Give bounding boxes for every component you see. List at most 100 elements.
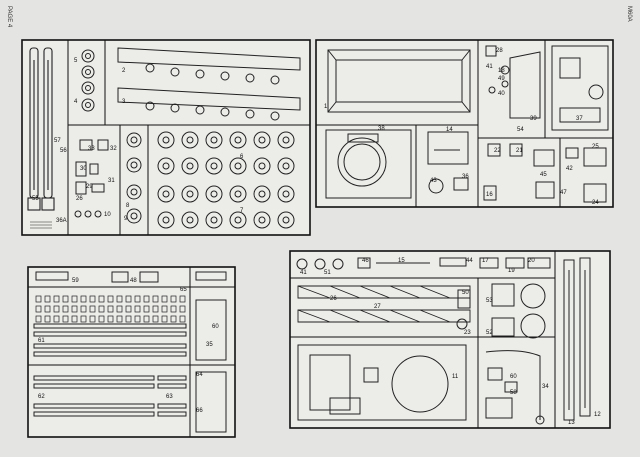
track-link-piece [170,295,177,303]
part-label: 36 [462,174,469,180]
part-label: 34 [542,384,549,390]
part-label: 64 [196,372,203,378]
part-label: 39 [530,116,537,122]
part-label: 10 [104,212,111,218]
part-label: 52 [486,330,493,336]
part-label: 31 [108,178,115,184]
track-link-piece [134,305,141,313]
part-label: 11 [452,374,459,380]
track-link-piece [170,315,177,323]
part-label: 21 [516,148,523,154]
part-label: 41 [300,270,307,276]
part-label: 2 [122,68,126,74]
part-label: 15 [398,258,405,264]
part-label: 35 [206,342,213,348]
part-label: 24 [592,200,599,206]
part-label: 40 [498,91,505,97]
track-link-piece [80,315,87,323]
track-link-piece [35,295,42,303]
part-label: 17 [482,258,489,264]
track-link-piece [89,295,96,303]
part-label: 8 [126,203,130,209]
part-label: 41 [486,64,493,70]
track-link-piece [143,315,150,323]
part-label: 1 [324,104,328,110]
part-label: 48 [130,278,137,284]
part-label: 37 [576,116,583,122]
part-label: 47 [560,190,567,196]
track-link-piece [98,315,105,323]
track-link-piece [53,315,60,323]
part-label: 43 [430,178,437,184]
part-label: 49 [498,76,505,82]
part-label: 54 [517,127,524,133]
part-label: 5 [74,58,78,64]
part-label: 7 [240,208,244,214]
part-label: 33 [88,146,95,152]
track-link-piece [107,315,114,323]
track-link-piece [71,305,78,313]
track-link-piece [179,315,186,323]
track-link-piece [35,315,42,323]
track-link-piece [152,305,159,313]
part-label: 27 [374,304,381,310]
track-link-piece [134,295,141,303]
part-label: 32 [110,146,117,152]
part-label: 36A [56,218,67,224]
part-label: 66 [196,408,203,414]
part-label: 42 [566,166,573,172]
part-label: 9 [124,216,128,222]
part-label: 26 [76,196,83,202]
track-link-piece [71,295,78,303]
part-label: 53 [486,298,493,304]
track-link-piece [44,295,51,303]
part-label: 12 [594,412,601,418]
track-link-piece [62,305,69,313]
track-link-piece [53,305,60,313]
track-link-piece [98,295,105,303]
track-link-piece [116,295,123,303]
track-link-piece [89,305,96,313]
track-link-piece [179,305,186,313]
part-label: 56 [60,148,67,154]
part-label: 55 [32,196,39,202]
track-link-piece [125,305,132,313]
track-link-piece [152,315,159,323]
part-label: 51 [324,270,331,276]
part-label: 3 [122,99,126,105]
part-label: 44 [466,258,473,264]
part-label: 18 [498,68,505,74]
part-label: 23 [464,330,471,336]
part-label: 29 [86,184,93,190]
track-link-piece [161,305,168,313]
part-label: 6 [240,154,244,160]
part-label: 28 [496,48,503,54]
track-link-piece [107,295,114,303]
track-link-piece [143,305,150,313]
part-label: 38 [378,126,385,132]
part-label: 16 [486,192,493,198]
part-label: 63 [166,394,173,400]
part-label: 58 [510,390,517,396]
track-link-piece [116,305,123,313]
track-link-piece [116,315,123,323]
track-link-piece [125,315,132,323]
part-label: 62 [38,394,45,400]
track-link-piece [161,295,168,303]
part-label: 13 [568,420,575,426]
part-label: 14 [446,127,453,133]
track-link-piece [125,295,132,303]
part-label: 30 [80,166,87,172]
part-label: 19 [508,268,515,274]
part-label: 57 [54,138,61,144]
part-label: 25 [592,144,599,150]
track-link-piece [170,305,177,313]
track-link-piece [80,305,87,313]
track-link-piece [107,305,114,313]
part-label: 4 [74,99,78,105]
track-link-piece [98,305,105,313]
track-link-piece [35,305,42,313]
part-label: 26 [330,296,337,302]
